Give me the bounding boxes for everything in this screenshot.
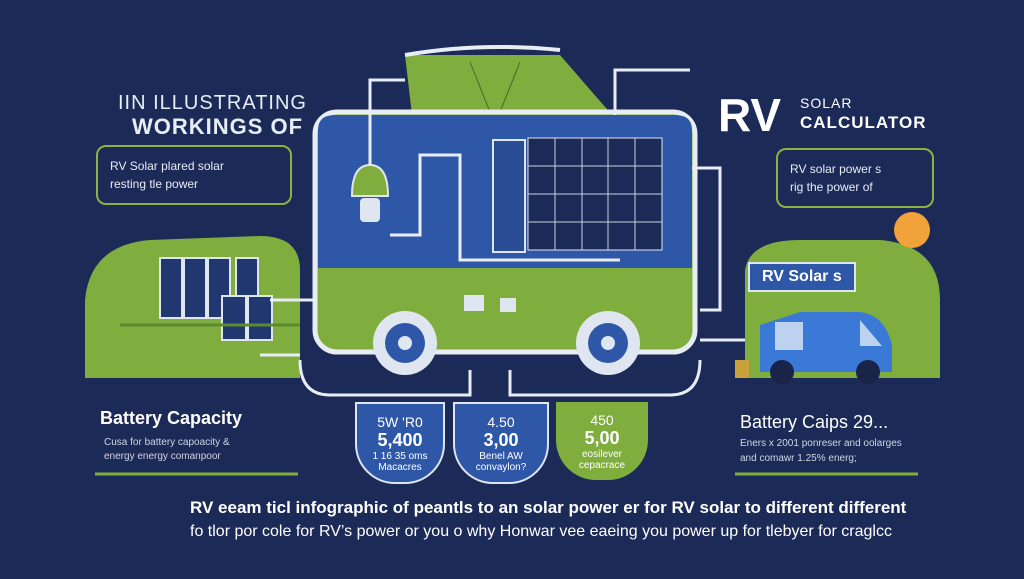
left-title-line2: WORKINGS OF <box>132 114 304 139</box>
stat-3-sub2: cepacrace <box>578 460 626 471</box>
stat-2-value: 3,00 <box>483 430 519 450</box>
stat-3-title: 450 <box>590 412 614 428</box>
stat-1-sub1: 1 16 35 oms <box>372 451 428 462</box>
stat-box-1: 5W 'R0 5,400 1 16 35 oms Macacres <box>355 402 445 484</box>
stat-2-sub2: convaylon? <box>475 462 527 473</box>
van-image <box>735 312 892 384</box>
battery-left-desc: Cusa for battery capoacity & energy ener… <box>104 436 230 464</box>
stat-1-value: 5,400 <box>377 430 423 450</box>
stat-1-sub2: Macacres <box>378 462 422 473</box>
bottom-line1: RV eeam ticl infographic of peantls to a… <box>190 498 907 517</box>
rv-solar-grid <box>527 137 663 251</box>
stat-2-title: 4.50 <box>487 414 515 430</box>
left-callout-line2: resting tle power <box>110 177 199 191</box>
battery-right-desc: Eners x 2001 ponreser and oolarges and c… <box>740 436 902 466</box>
bottom-line2: fo tlor por cole for RV’s power or you o… <box>190 523 892 540</box>
right-callout-line1: RV solar power s <box>790 162 882 176</box>
right-title-line2: CALCULATOR <box>800 113 927 132</box>
left-title-line1: IIN ILLUSTRATING <box>118 92 307 114</box>
right-callout: RV solar power s rig the power of <box>776 148 934 208</box>
stat-box-2: 4.50 3,00 Benel AW convaylon? <box>453 402 549 484</box>
rv-solar-label: RV Solar s <box>748 262 856 292</box>
inverter <box>492 139 526 253</box>
stat-1-title: 5W 'R0 <box>377 414 423 430</box>
left-callout-line1: RV Solar plared solar <box>110 159 224 173</box>
right-title-line1: SOLAR <box>800 95 853 111</box>
battery-left-title: Battery Capacity <box>100 408 243 428</box>
battery-right-title: Battery Caips 29... <box>740 412 889 432</box>
left-callout: RV Solar plared solar resting tle power <box>96 145 292 205</box>
stat-2-sub1: Benel AW <box>479 451 523 462</box>
left-solar-panels <box>120 257 300 341</box>
roof-solar-panel <box>405 55 612 115</box>
battery-right-line1: Eners x 2001 ponreser and oolarges <box>740 438 902 449</box>
battery-right-line2: and comawr 1.25% energ; <box>740 453 857 464</box>
right-callout-line2: rig the power of <box>790 180 873 194</box>
battery-left-line1: Cusa for battery capoacity & <box>104 437 230 448</box>
battery-left-line2: energy energy comanpoor <box>104 451 221 462</box>
stat-box-3: 450 5,00 eosilever cepacrace <box>556 402 648 480</box>
stat-3-sub1: eosilever <box>581 449 623 460</box>
sun <box>894 212 930 248</box>
right-title-rv: RV <box>718 89 782 141</box>
stat-3-value: 5,00 <box>584 428 620 448</box>
